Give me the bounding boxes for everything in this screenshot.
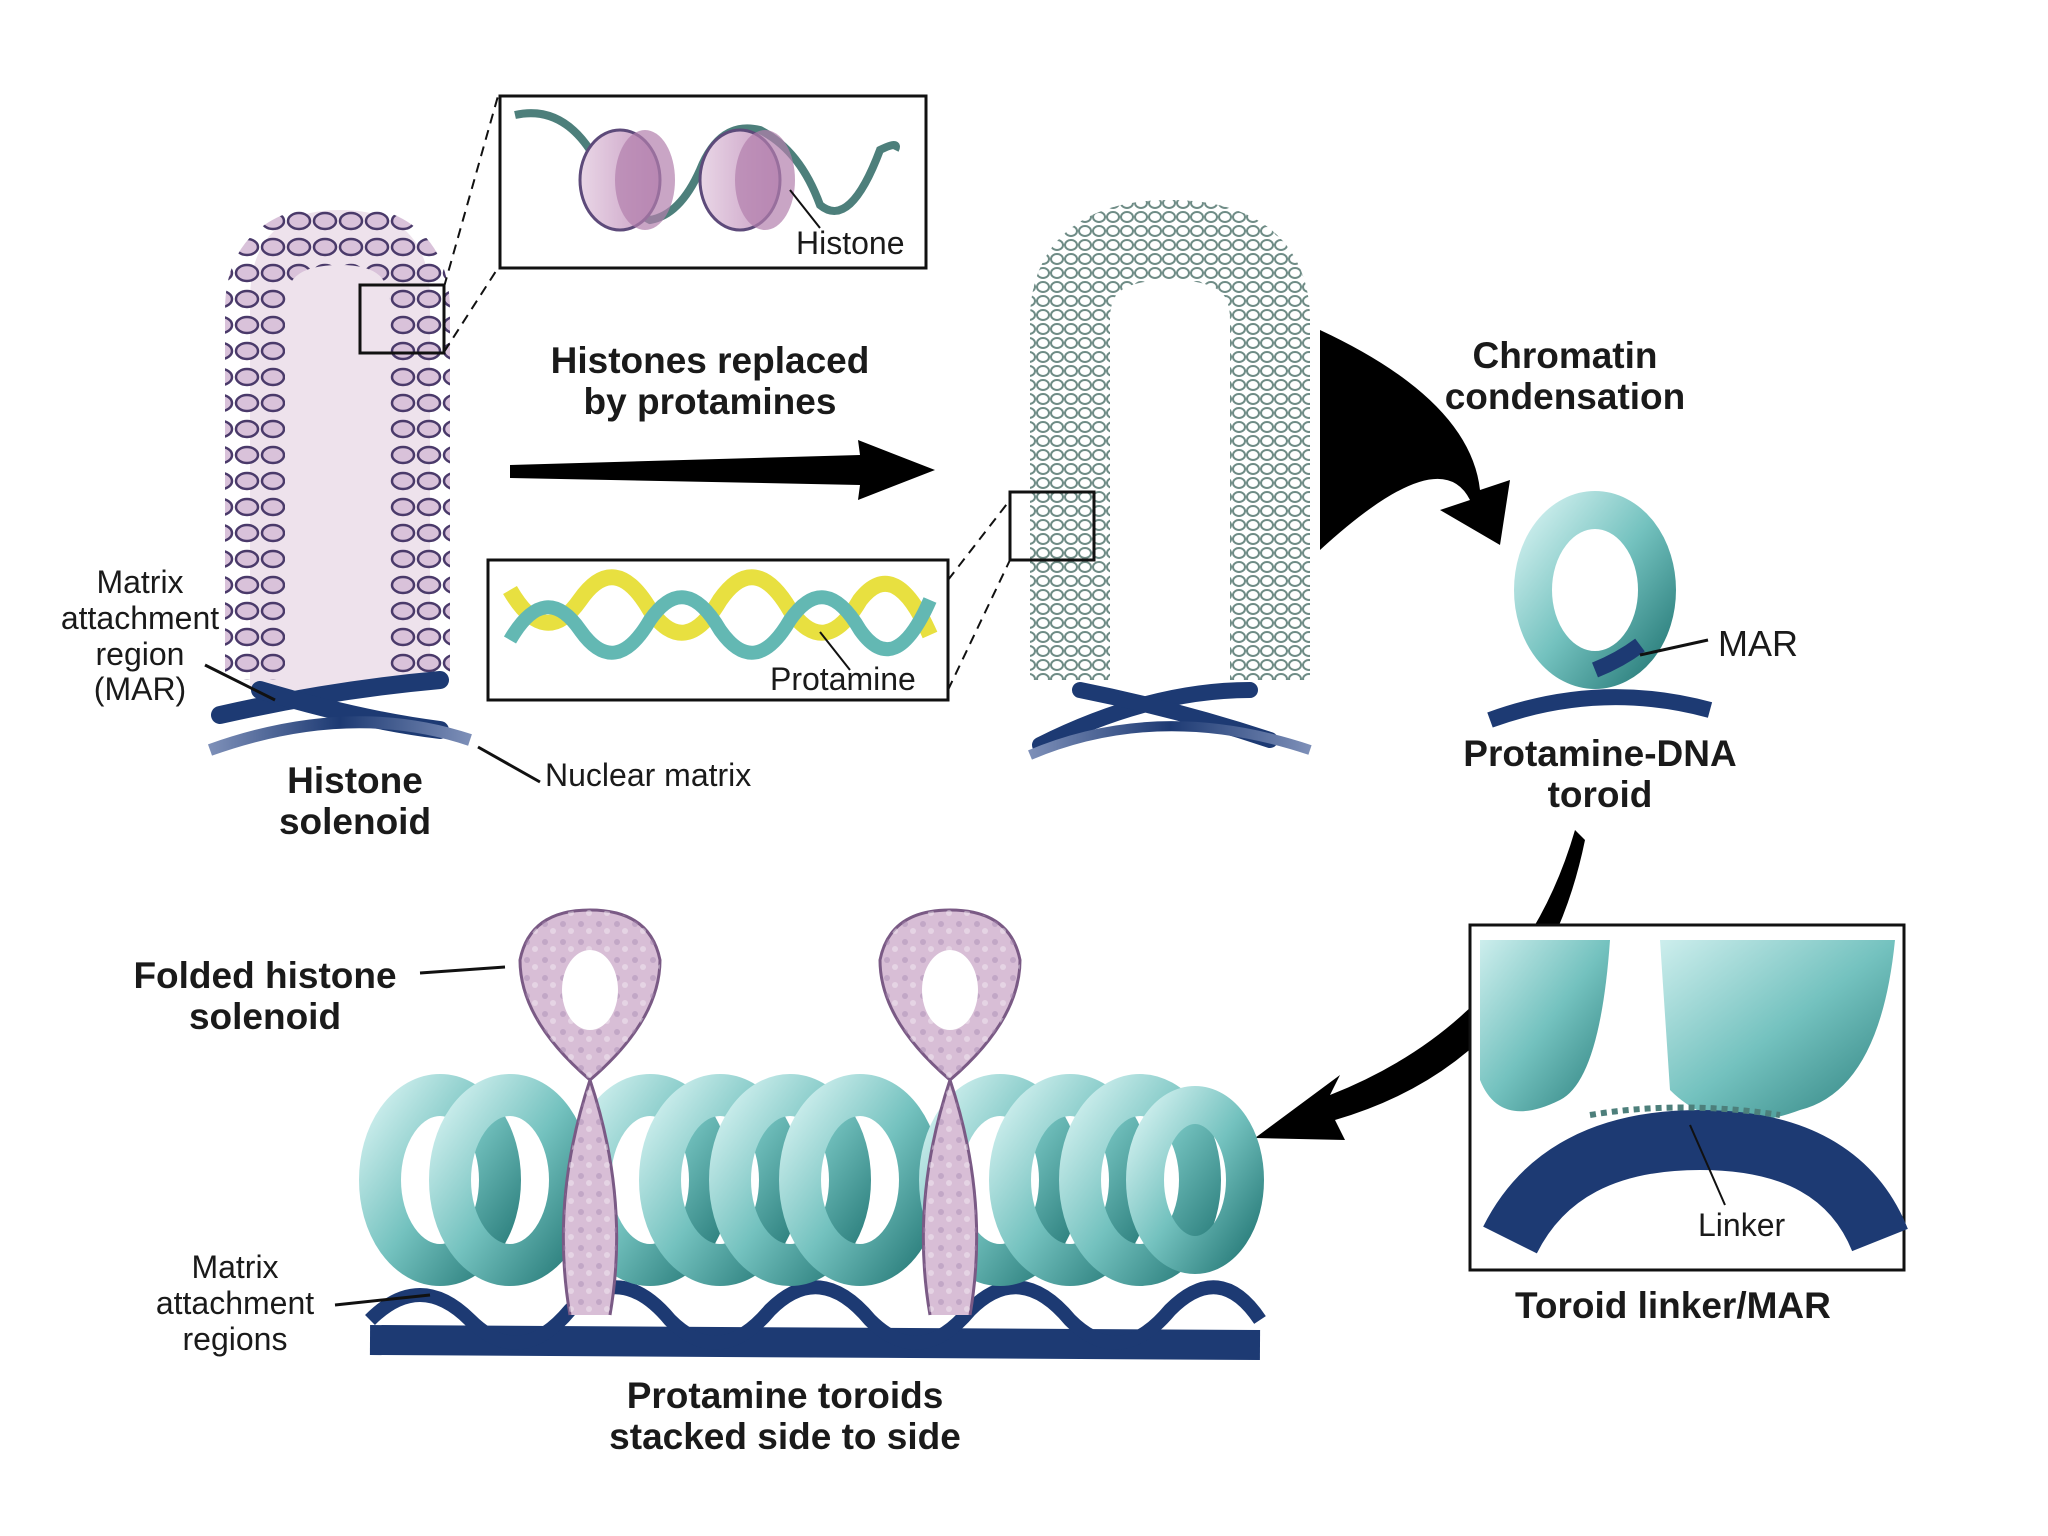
- mar-left-line1: Matrix: [96, 564, 184, 600]
- mar-bottom-line3: regions: [182, 1320, 288, 1357]
- nuclear-matrix-pointer: [477, 745, 541, 784]
- toroid-line2: toroid: [1547, 774, 1653, 816]
- stacked-line1: Protamine toroids: [626, 1375, 944, 1416]
- histones-replaced-line1: Histones replaced: [550, 340, 870, 381]
- mar-left-pointer: [204, 663, 276, 702]
- toroid-linker-label: Toroid linker/MAR: [1515, 1285, 1831, 1326]
- folded-histone-label: Folded histone solenoid: [105, 955, 425, 1038]
- toroid-figure: [1487, 491, 1713, 728]
- histones-replaced-line2: by protamines: [583, 381, 837, 423]
- linker-inset: [1468, 923, 1908, 1272]
- mar-right-label: MAR: [1718, 623, 1798, 664]
- mar-bottom-pointer: [334, 1293, 431, 1307]
- mar-bottom-line2: attachment: [155, 1284, 315, 1321]
- condensation-arrow: [1320, 330, 1510, 550]
- mar-left-line2: attachment: [60, 599, 220, 636]
- histone-inset: [498, 94, 928, 270]
- folded-line2: solenoid: [188, 996, 342, 1038]
- chromatin-line1: Chromatin: [1472, 335, 1658, 376]
- folded-pointer: [419, 965, 506, 975]
- mar-left-line3: region: [95, 635, 185, 672]
- histones-replaced-label: Histones replaced by protamines: [510, 340, 910, 423]
- mar-bottom-line1: Matrix: [191, 1249, 279, 1285]
- mar-left-line4: (MAR): [93, 671, 187, 708]
- chromatin-condensation-label: Chromatin condensation: [1410, 335, 1720, 418]
- replacement-arrow: [510, 440, 935, 500]
- protamine-inset: [486, 558, 950, 702]
- stacked-line2: stacked side to side: [609, 1416, 961, 1458]
- nuclear-matrix-label: Nuclear matrix: [545, 757, 752, 793]
- histone-solenoid-figure: [207, 204, 472, 756]
- mar-bottom-label: Matrix attachment regions: [135, 1249, 335, 1357]
- linker-label: Linker: [1698, 1207, 1786, 1243]
- histone-solenoid-line1: Histone: [287, 760, 423, 801]
- stacked-toroids-label: Protamine toroids stacked side to side: [560, 1375, 1010, 1458]
- stacked-toroids-figure: [359, 908, 1266, 1360]
- folded-line1: Folded histone: [133, 955, 397, 996]
- histone-solenoid-line2: solenoid: [278, 801, 432, 843]
- histone-solenoid-label: Histone solenoid: [250, 760, 460, 843]
- protamine-inset-label: Protamine: [770, 661, 916, 697]
- histone-inset-label: Histone: [796, 225, 905, 261]
- chromatin-line2: condensation: [1444, 376, 1686, 418]
- mar-left-label: Matrix attachment region (MAR): [45, 564, 235, 708]
- protamine-fiber-figure: [1008, 199, 1312, 760]
- toroid-line1: Protamine-DNA: [1463, 733, 1737, 774]
- protamine-dna-toroid-label: Protamine-DNA toroid: [1420, 733, 1780, 816]
